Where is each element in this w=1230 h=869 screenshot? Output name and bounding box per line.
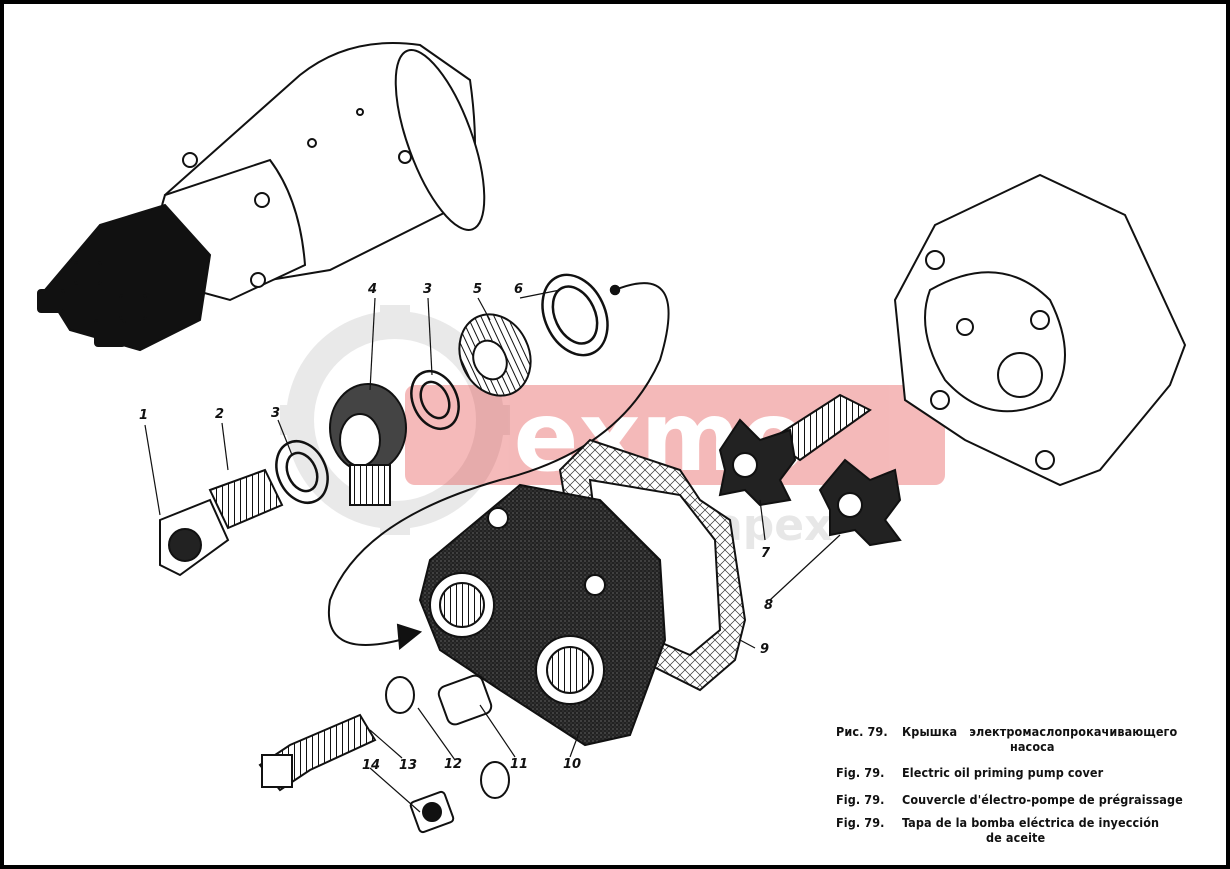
small-parts [258,674,510,834]
label-11: 11 [510,757,529,772]
caption-fr-text: Couvercle d'électro-pompe de prégraissag… [902,792,1183,807]
caption-en-text: Electric oil priming pump cover [902,765,1104,780]
sealing-ring [541,273,621,357]
banjo-bolt [159,468,284,577]
caption-fr: Fig. 79. Couvercle d'électro-pompe de pré… [836,792,1183,807]
banjo-fitting [329,383,407,506]
caption-ru-prefix: Рис. 79. [836,724,888,739]
label-3b: 3 [423,282,433,297]
caption-ru-cont: насоса [1010,739,1055,754]
drive-gear-shaft [718,393,872,507]
label-12: 12 [444,757,463,772]
caption-en: Fig. 79. Electric oil priming pump cover [836,765,1103,780]
label-10: 10 [563,757,582,772]
label-14: 14 [362,758,381,773]
sealing-washer [275,370,460,504]
caption-ru-text: Крышка электромаслопрокачивающего [902,724,1178,739]
union-nut [458,313,532,397]
label-4: 4 [368,282,378,297]
label-8: 8 [764,598,774,613]
label-3a: 3 [271,406,281,421]
label-13: 13 [399,758,418,773]
caption-es: Fig. 79. Tapa de la bomba eléctrica de in… [836,815,1159,845]
label-6: 6 [514,282,524,297]
pump-housing [893,173,1187,487]
pump-cover [418,483,667,747]
watermark-gear [280,305,510,535]
label-7: 7 [761,546,771,561]
caption-en-prefix: Fig. 79. [836,765,885,780]
electric-motor [37,42,486,352]
driven-gear [818,458,902,547]
caption-fr-prefix: Fig. 79. [836,792,885,807]
assembly-path [327,282,670,650]
label-5: 5 [473,282,483,297]
caption-es-cont: de aceite [986,830,1046,845]
label-2: 2 [215,407,225,422]
label-9: 9 [760,642,770,657]
label-1: 1 [139,408,149,423]
caption-ru: Рис. 79. Крышка электромаслопрокачивающег… [836,724,1177,754]
caption-es-text: Tapa de la bomba eléctrica de inyección [902,815,1160,830]
caption-es-prefix: Fig. 79. [836,815,885,830]
leader-lines [144,289,841,813]
